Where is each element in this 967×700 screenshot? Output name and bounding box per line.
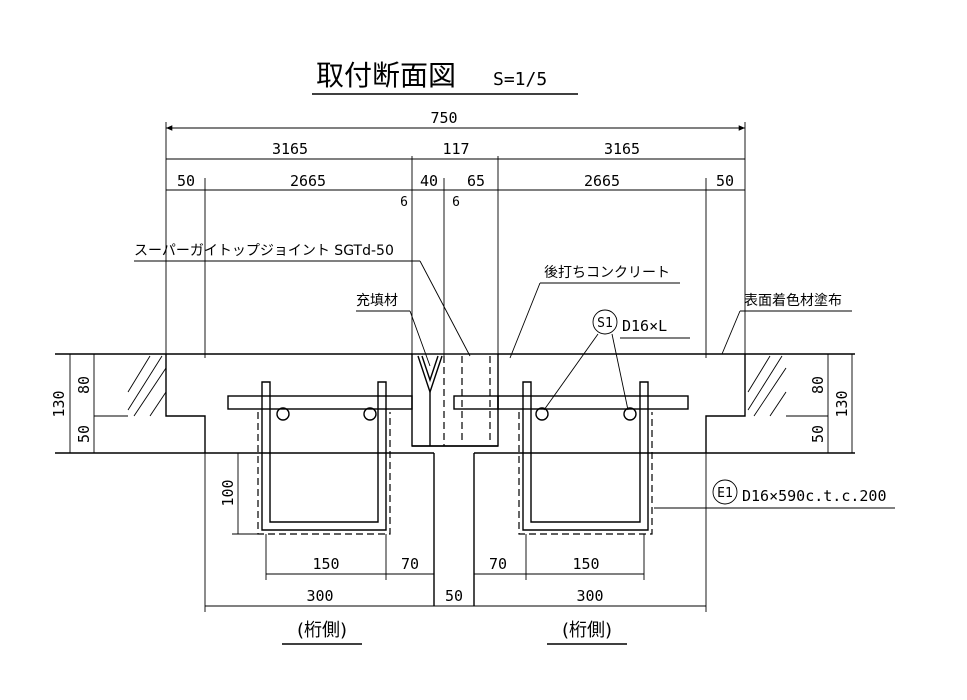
bar-e1-mark: E1 [717,486,733,501]
dim-stirrup-depth: 100 [219,479,237,506]
stirrup-right-hidden [518,412,653,535]
callout-filler: 充填材 [356,293,431,367]
dim-right-edge: 50 [716,172,734,190]
dim-right-width: 3165 [604,140,640,158]
dim-right-inner: 2665 [584,172,620,190]
rebar-right [518,381,653,535]
dim-right-base: 300 [576,587,603,605]
bar-s1-spec: D16×L [622,317,667,335]
side-dimensions-left: 130 80 50 [50,354,128,453]
dim-left-inner: 2665 [290,172,326,190]
girder-right-label: (桁側) [562,620,612,641]
stirrup-right-outline [522,381,649,531]
bar-s1-circle [592,309,618,335]
dim-right-stirrup-width: 150 [572,555,599,573]
filler-v-outer [417,355,443,395]
callout-bar-e1: E1 D16×590c.t.c.200 [654,479,895,509]
anchor-plate-left [227,395,413,410]
side-dimensions-right: 80 50 130 [786,354,853,453]
dim-height-lower-left: 50 [75,425,93,443]
callout-joint-product: スーパーガイトップジョイント SGTd-50 [134,243,471,357]
dim-left-width: 3165 [272,140,308,158]
title-scale: S=1/5 [493,69,547,90]
dim-right-offset: 70 [489,555,507,573]
callout-bar-s1: S1 D16×L [543,309,690,411]
stirrup-left-outline [261,381,387,531]
rebar-left [257,381,391,535]
dim-left-edge: 50 [177,172,195,190]
dim-left-stirrup-width: 150 [312,555,339,573]
stirrup-depth-dimension: 100 [219,452,258,535]
drawing-title: 取付断面図 S=1/5 [312,59,578,95]
filler-v-inner [421,355,439,383]
dim-height-upper-left: 80 [75,376,93,394]
structure-outline [55,353,855,606]
dim-height-lower-right: 50 [809,425,827,443]
dim-joint-width: 117 [442,140,469,158]
dim-left-base: 300 [306,587,333,605]
bar-s1-left-1 [276,407,290,421]
label-joint-product: スーパーガイトップジョイント SGTd-50 [134,243,394,259]
dim-height-total-right: 130 [833,390,851,417]
bar-e1-spec: D16×590c.t.c.200 [742,487,887,505]
anchor-plate-right [497,395,689,410]
dim-gap-right: 65 [467,172,485,190]
dim-left-offset: 70 [401,555,419,573]
callout-post-concrete: 後打ちコンクリート [509,264,680,359]
top-dimensions: 750 3165 117 3165 50 2665 40 65 2665 50 … [165,109,746,358]
bottom-dimensions: 150 70 70 150 300 50 300 [204,453,707,612]
dim-center-gap: 50 [445,587,463,605]
bar-s1-right-2 [623,407,637,421]
bar-s1-mark: S1 [597,316,613,331]
label-post-concrete: 後打ちコンクリート [544,264,670,281]
girder-left-label: (桁側) [297,620,347,641]
hatch-right [747,355,787,417]
label-surface-coating: 表面着色材塗布 [744,292,842,309]
dim-small-right: 6 [452,195,460,210]
dim-small-left: 6 [400,195,408,210]
bar-s1-left-2 [363,407,377,421]
callout-surface-coating: 表面着色材塗布 [721,292,852,355]
hatch-left [127,355,167,417]
anchor-plate-center [453,395,499,410]
stirrup-left-hidden [257,412,391,535]
dim-overall: 750 [430,109,457,127]
left-block-edge [165,354,206,453]
label-filler: 充填材 [356,293,398,309]
dim-gap-left: 40 [420,172,438,190]
bar-e1-circle [712,479,738,505]
joint-box [411,353,499,447]
girder-labels: (桁側) (桁側) [282,620,627,645]
right-block-edge [705,354,746,453]
title-main: 取付断面図 [316,59,456,92]
bar-s1-right-1 [535,407,549,421]
dim-height-upper-right: 80 [809,376,827,394]
dim-height-total-left: 130 [50,390,68,417]
